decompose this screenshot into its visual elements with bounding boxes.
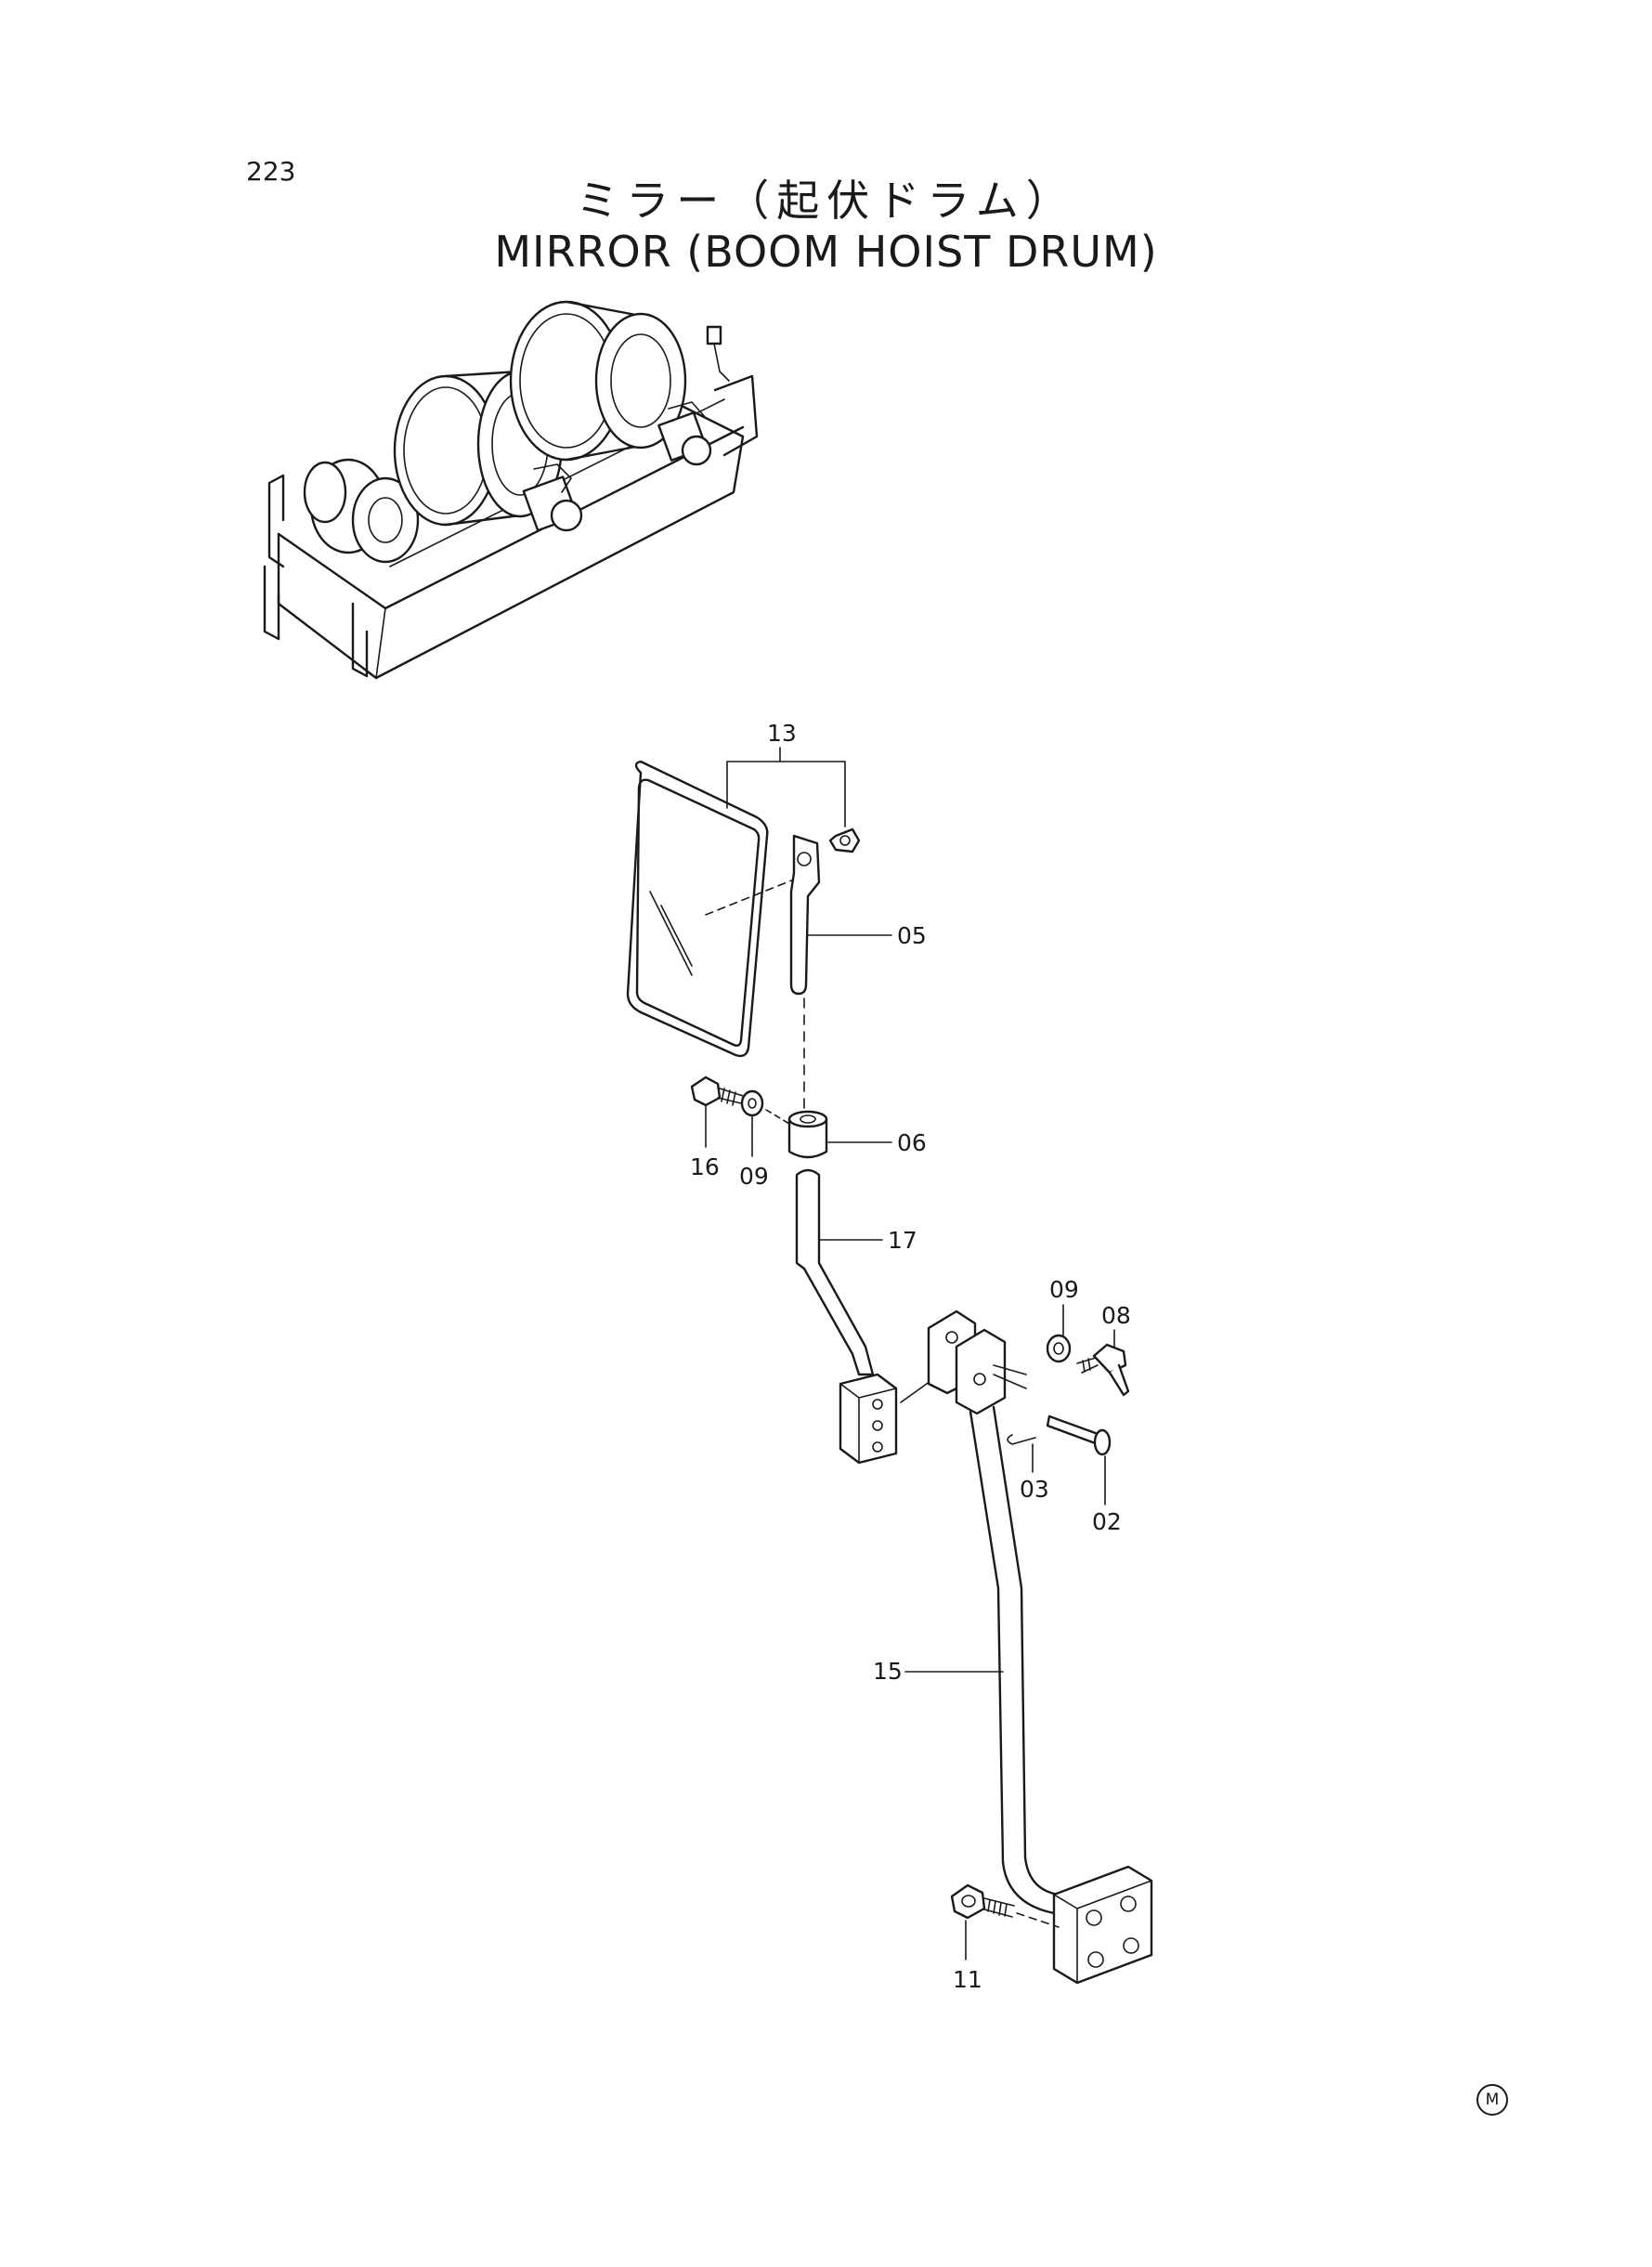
bolt-16: [690, 1075, 744, 1107]
collar-06: [787, 1110, 828, 1159]
mirror-13: [626, 760, 800, 1058]
callout-13: 13: [767, 720, 797, 747]
callout-09-lower: 09: [1049, 1276, 1079, 1303]
stay-17: [795, 1168, 934, 1465]
callout-09-upper: 09: [739, 1163, 769, 1190]
callout-15: 15: [873, 1658, 903, 1685]
page-number: 223: [246, 156, 296, 187]
callout-17: 17: [888, 1227, 917, 1254]
circled-m-mark: M: [1476, 2084, 1508, 2116]
cotter-pin-03: [1007, 1434, 1036, 1445]
arm-05: [789, 834, 821, 1111]
callout-06: 06: [897, 1129, 927, 1156]
callout-02: 02: [1092, 1508, 1122, 1535]
wing-bolt-08: [1076, 1343, 1130, 1397]
title-japanese: ミラー（起伏ドラム）: [576, 176, 1076, 226]
washer-09-lower: [1046, 1334, 1072, 1363]
nut-13: [828, 827, 861, 853]
bolt-11: [950, 1883, 1060, 1928]
winch-assembly-illustration: [263, 300, 759, 680]
bracket-15: [927, 1309, 1153, 1985]
callout-08: 08: [1101, 1302, 1131, 1329]
pin-02: [1046, 1414, 1112, 1456]
callout-05: 05: [897, 922, 927, 949]
callout-03: 03: [1020, 1476, 1049, 1503]
callout-16: 16: [690, 1153, 720, 1180]
title-english: MIRROR (BOOM HOIST DRUM): [494, 227, 1158, 277]
leader-lines: [705, 747, 1115, 1961]
washer-09-upper: [740, 1089, 790, 1125]
callout-11: 11: [953, 1966, 982, 1993]
